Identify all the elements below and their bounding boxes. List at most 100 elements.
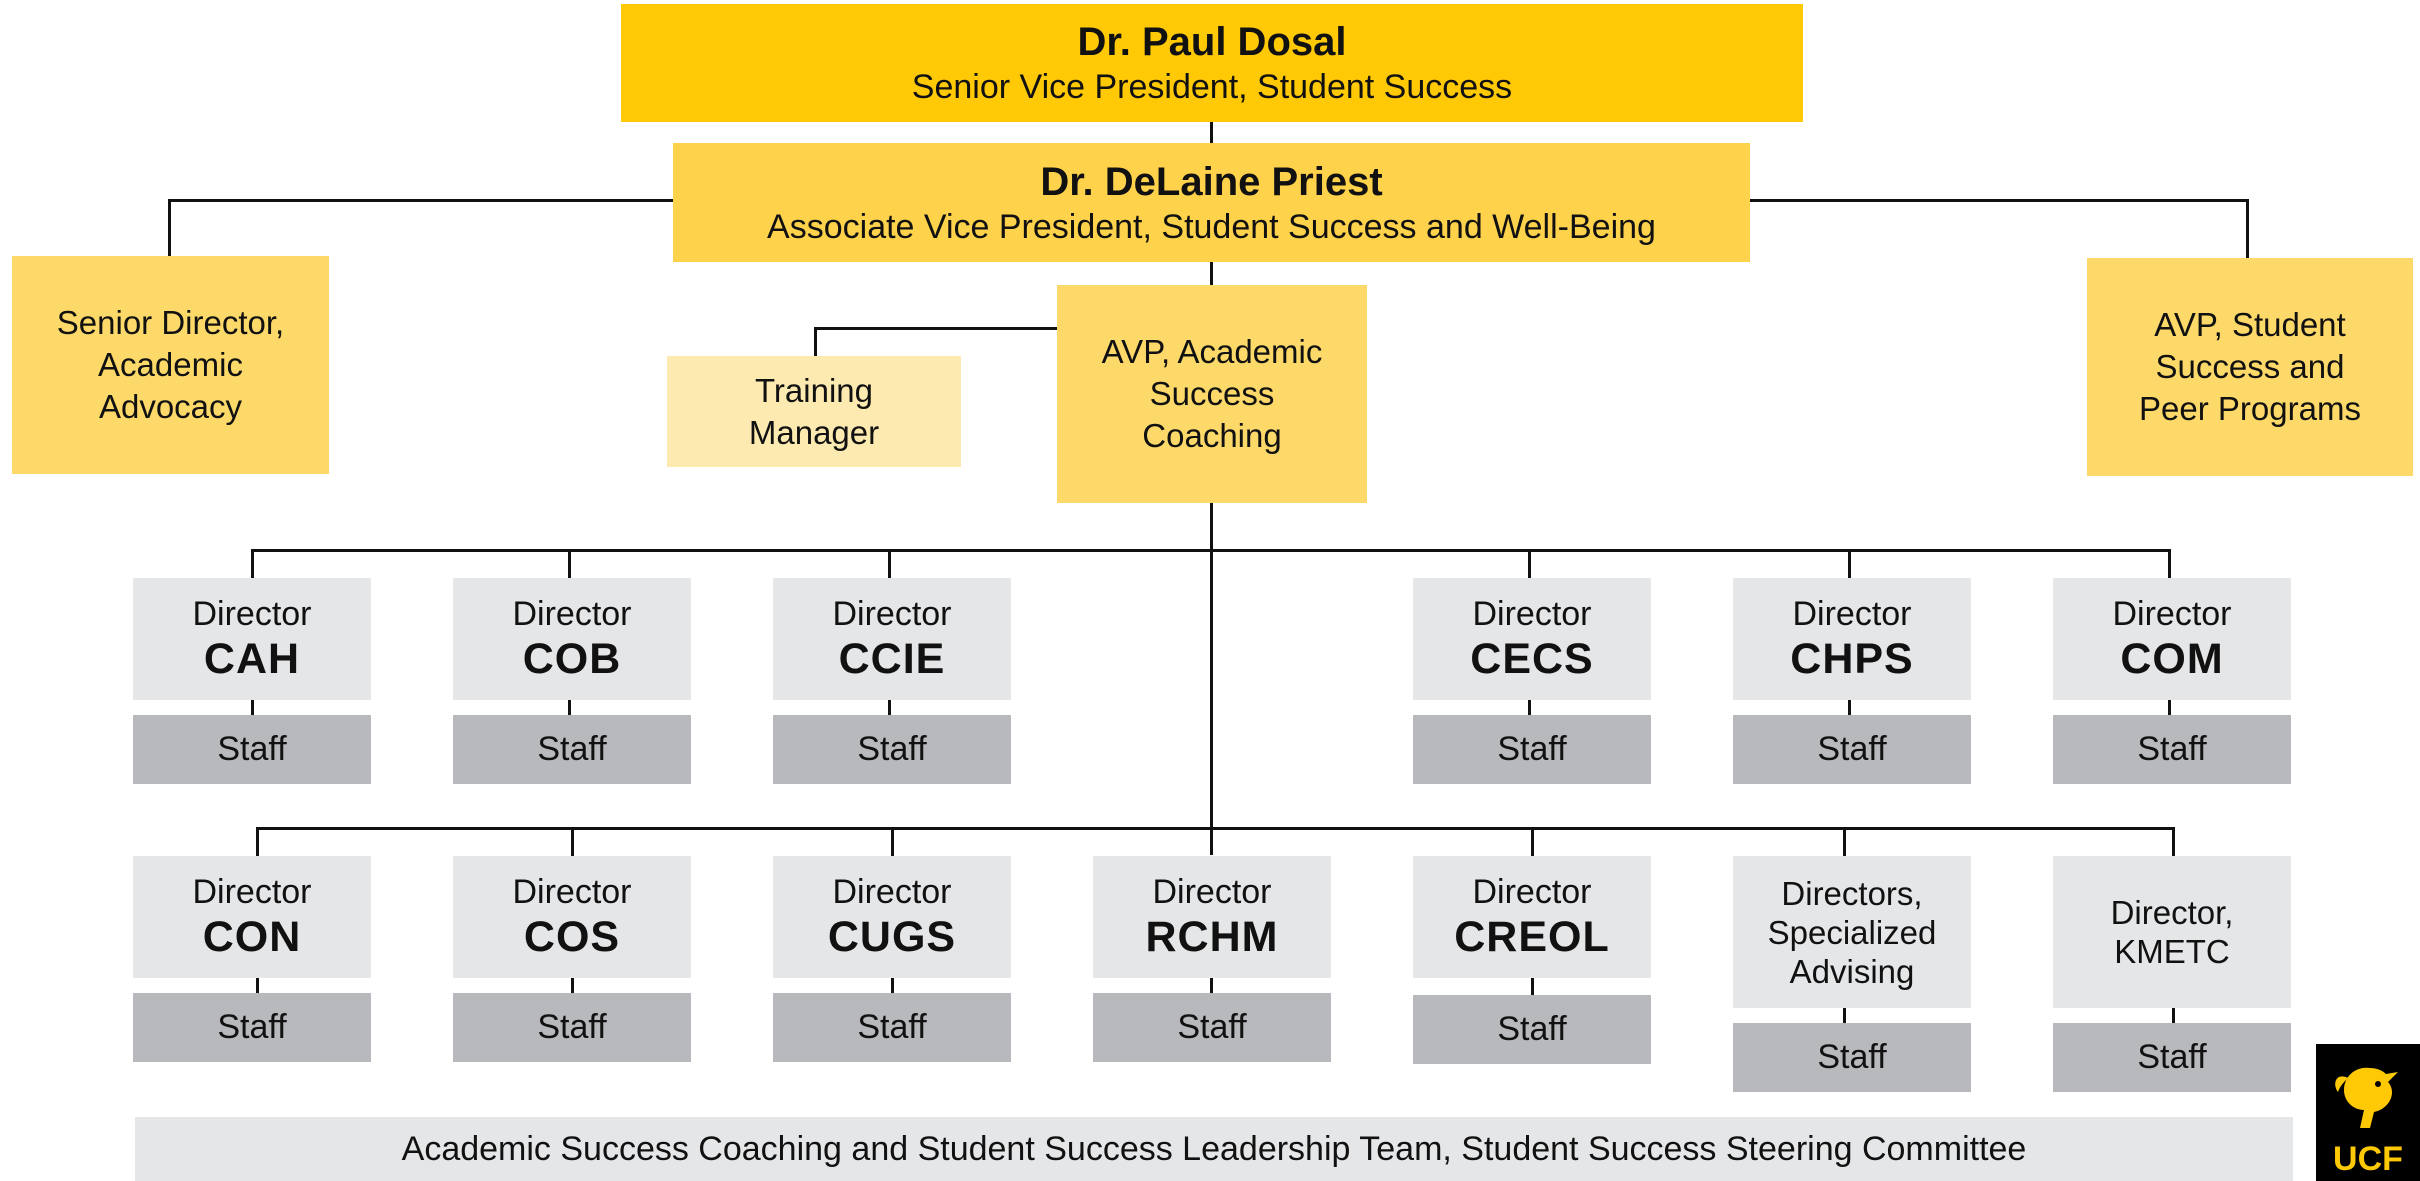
director-code: CECS [1470,635,1594,683]
connector [1528,698,1531,716]
connector [2168,698,2171,716]
logo-text: UCF [2333,1140,2403,1178]
connector [888,549,891,579]
director-code: COM [2120,635,2224,683]
connector [2172,1007,2175,1024]
connector [1531,827,1534,857]
connector [1750,199,2249,202]
connector [251,549,254,579]
director-code: CON [202,913,302,961]
director-label: Director [832,595,952,633]
connector [1531,977,1534,995]
connector [568,698,571,716]
connector [814,327,1057,330]
director-code: COS [523,913,621,961]
box-line: Peer Programs [2139,390,2361,427]
director-box: Director RCHM [1093,856,1331,978]
box-line: Directors, [1781,874,1923,912]
ucf-logo: UCF [2316,1044,2420,1181]
connector [568,549,571,579]
director-code: CHPS [1790,635,1914,683]
staff-box: Staff [1733,715,1971,784]
connector [1848,549,1851,579]
avp-peer-programs-box: AVP, Student Success and Peer Programs [2087,258,2413,476]
avp-title: Associate Vice President, Student Succes… [767,207,1656,246]
connector [1528,549,1531,579]
box-line: Success and [2155,348,2345,385]
connector [814,327,817,357]
connector [1210,121,1213,145]
connector [168,199,673,202]
senior-director-box: Senior Director, Academic Advocacy [12,256,329,474]
director-box: Director CECS [1413,578,1651,700]
staff-box: Staff [773,715,1011,784]
director-label: Director [1152,873,1272,911]
director-label: Director [1792,595,1912,633]
box-line: Success [1149,375,1275,412]
connector [891,977,894,995]
director-label: Director [192,873,312,911]
specialized-advising-box: Directors, Specialized Advising [1733,856,1971,1008]
staff-box: Staff [773,993,1011,1062]
staff-box: Staff [1413,995,1651,1064]
box-line: Senior Director, [56,304,285,341]
director-label: Director [192,595,312,633]
director-box: Director COM [2053,578,2291,700]
director-box: Director CCIE [773,578,1011,700]
svp-title: Senior Vice President, Student Success [911,68,1513,106]
box-line: Advocacy [98,388,243,425]
box-line: AVP, Academic [1101,333,1323,370]
staff-box: Staff [2053,715,2291,784]
connector [571,977,574,995]
connector [168,199,171,257]
director-box: Director CAH [133,578,371,700]
connector [2172,827,2175,857]
staff-box: Staff [1733,1023,1971,1092]
connector [888,698,891,716]
svp-name: Dr. Paul Dosal [1077,20,1347,64]
director-label: Director [512,595,632,633]
svp-box: Dr. Paul Dosal Senior Vice President, St… [621,4,1803,122]
staff-box: Staff [1413,715,1651,784]
connector [1210,977,1213,995]
connector [1210,502,1213,855]
director-box: Director CREOL [1413,856,1651,978]
director-code: RCHM [1145,913,1279,961]
director-box: Director CUGS [773,856,1011,978]
director-label: Director [1472,595,1592,633]
box-line: Director, [2110,894,2234,931]
box-line: Coaching [1142,417,1282,454]
connector [251,549,2171,552]
pegasus-icon [2335,1067,2398,1128]
connector [1848,698,1851,716]
director-box: Director COB [453,578,691,700]
box-line: Manager [748,413,880,451]
avp-box: Dr. DeLaine Priest Associate Vice Presid… [673,143,1750,262]
connector [1843,827,1846,857]
director-label: Director [1472,873,1592,911]
director-label: Director [832,873,952,911]
kmetc-box: Director, KMETC [2053,856,2291,1008]
connector [256,827,2175,830]
director-code: CAH [203,635,301,683]
staff-box: Staff [2053,1023,2291,1092]
director-box: Director COS [453,856,691,978]
staff-box: Staff [133,715,371,784]
connector [256,827,259,857]
director-label: Director [2112,595,2232,633]
staff-box: Staff [1093,993,1331,1062]
staff-box: Staff [133,993,371,1062]
connector [251,698,254,716]
staff-box: Staff [453,715,691,784]
connector [2168,549,2171,579]
training-manager-box: Training Manager [667,356,961,467]
director-label: Director [512,873,632,911]
connector [891,827,894,857]
director-box: Director CON [133,856,371,978]
director-code: CREOL [1454,913,1610,961]
avp-coaching-box: AVP, Academic Success Coaching [1057,285,1367,503]
connector [2246,199,2249,259]
connector [571,827,574,857]
staff-box: Staff [453,993,691,1062]
box-line: KMETC [2114,933,2230,970]
